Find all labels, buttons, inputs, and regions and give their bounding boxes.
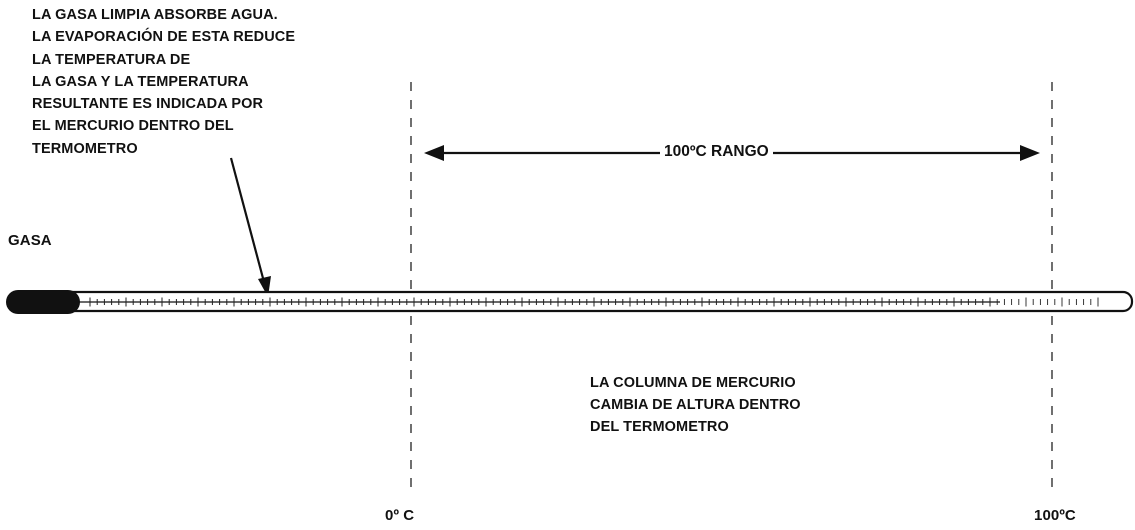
hundred-degree-label: 100ºC xyxy=(1034,507,1076,524)
gauze-covered-bulb xyxy=(6,290,80,314)
gauze-note-line: EL MERCURIO DENTRO DEL xyxy=(32,118,234,135)
mercury-note-line: CAMBIA DE ALTURA DENTRO xyxy=(590,397,801,413)
zero-degree-label: 0º C xyxy=(385,507,415,524)
gauze-note-line: LA GASA LIMPIA ABSORBE AGUA. xyxy=(32,7,278,23)
range-label: 100ºC RANGO xyxy=(660,143,773,161)
mercury-column-note: LA COLUMNA DE MERCURIO CAMBIA DE ALTURA … xyxy=(590,372,801,438)
gauze-note-line: LA GASA Y LA TEMPERATURA xyxy=(32,73,249,90)
gauze-note-line: LA TEMPERATURA DE xyxy=(32,51,191,68)
gauze-note-line: LA EVAPORACIÓN DE ESTA REDUCE xyxy=(32,29,296,46)
thermometer-scale-ticks xyxy=(89,297,1099,307)
gauze-note-line: TERMOMETRO xyxy=(32,140,138,157)
mercury-note-line: DEL TERMOMETRO xyxy=(590,419,729,435)
gauze-label: GASA xyxy=(8,232,52,249)
gauze-explanation-note: LA GASA LIMPIA ABSORBE AGUA. LA EVAPORAC… xyxy=(32,4,295,160)
gauze-pointer-arrow xyxy=(229,157,271,297)
gauze-note-line: RESULTANTE ES INDICADA POR xyxy=(32,96,264,113)
mercury-note-line: LA COLUMNA DE MERCURIO xyxy=(590,375,796,391)
